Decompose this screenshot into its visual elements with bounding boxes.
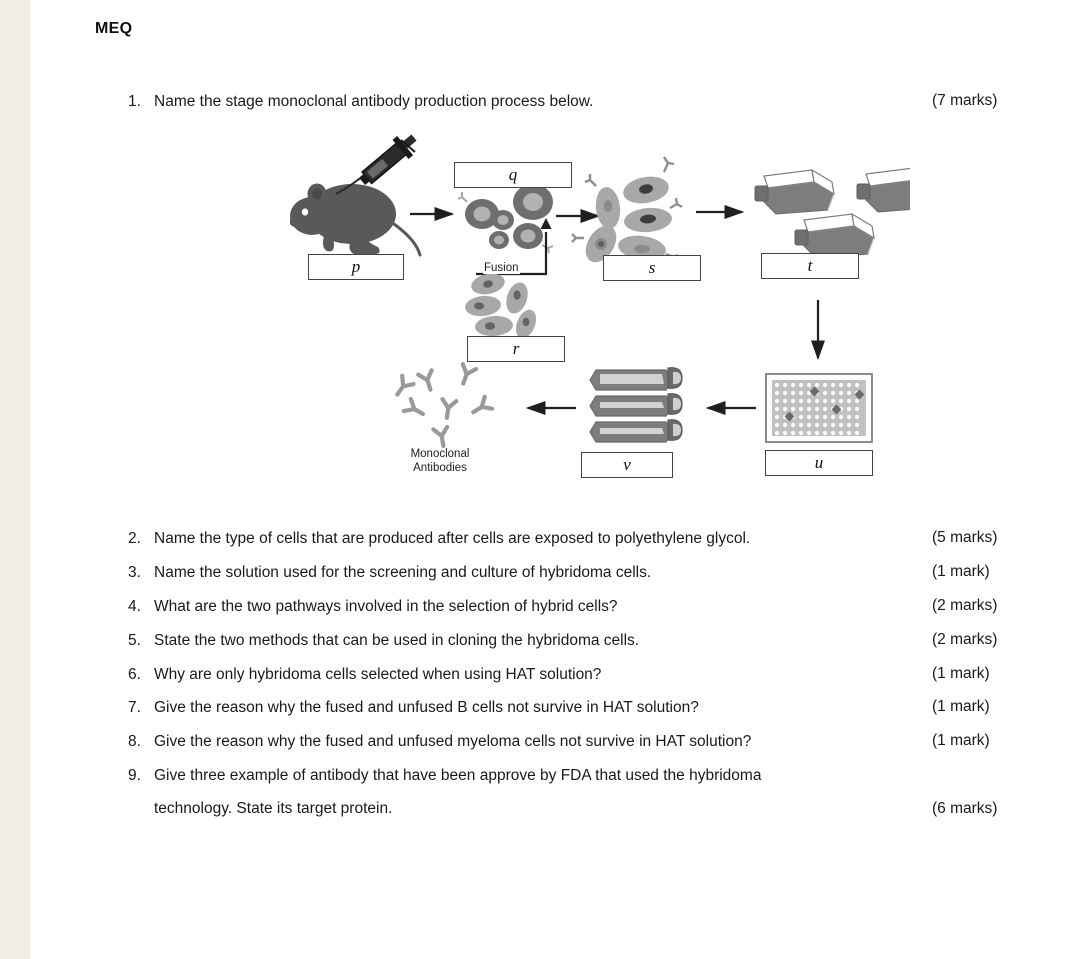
b-cells-cluster-icon (457, 170, 554, 254)
question-item-9: 9. Give three example of antibody that h… (128, 766, 761, 785)
question-text-continuation: technology. State its target protein. (154, 800, 393, 817)
arrow-fusion (476, 218, 552, 276)
myeloma-cells-cluster-icon (465, 273, 537, 339)
answer-box-p[interactable]: p (308, 254, 404, 280)
question-number: 8. (128, 733, 141, 750)
question-item-4: 4. What are the two pathways involved in… (128, 597, 618, 616)
question-item-1: 1. Name the stage monoclonal antibody pr… (128, 92, 593, 111)
question-marks: (7 marks) (932, 92, 998, 109)
question-marks: (1 mark) (932, 563, 990, 580)
monoclonal-antibody-production-diagram: p q r s t u v Fusion Monoclonal Antibodi… (290, 132, 910, 497)
mouse-icon (290, 183, 422, 257)
question-number: 4. (128, 598, 141, 615)
monoclonal-antibodies-icon (395, 362, 495, 448)
syringe-icon (335, 134, 417, 195)
question-text: Why are only hybridoma cells selected wh… (154, 666, 602, 683)
question-marks: (6 marks) (932, 800, 998, 817)
monoclonal-antibodies-label: Monoclonal Antibodies (380, 447, 500, 475)
question-text: Give the reason why the fused and unfuse… (154, 733, 752, 750)
question-marks: (1 mark) (932, 732, 990, 749)
question-item-3: 3. Name the solution used for the screen… (128, 563, 651, 582)
question-number: 5. (128, 632, 141, 649)
answer-box-s[interactable]: s (603, 255, 701, 281)
microtiter-plate-icon (765, 373, 873, 443)
page-sheet (30, 0, 1080, 959)
hybridoma-cells-cluster-icon (571, 156, 683, 263)
question-item-6: 6. Why are only hybridoma cells selected… (128, 665, 601, 684)
answer-box-u[interactable]: u (765, 450, 873, 476)
question-text: Give the reason why the fused and unfuse… (154, 699, 699, 716)
page-title: MEQ (95, 20, 133, 37)
question-item-7: 7. Give the reason why the fused and unf… (128, 698, 699, 717)
question-marks: (2 marks) (932, 631, 998, 648)
question-number: 9. (128, 767, 141, 784)
question-number: 3. (128, 564, 141, 581)
monoclonal-antibodies-label-line1: Monoclonal (410, 448, 470, 460)
answer-box-v[interactable]: v (581, 452, 673, 478)
stacked-culture-flasks-icon (589, 367, 683, 443)
question-text: Name the solution used for the screening… (154, 564, 652, 581)
question-text: Give three example of antibody that have… (154, 767, 762, 784)
question-marks: (1 mark) (932, 665, 990, 682)
question-text: State the two methods that can be used i… (154, 632, 640, 649)
page-left-margin-strip (0, 0, 30, 959)
question-marks: (2 marks) (932, 597, 998, 614)
answer-box-t[interactable]: t (761, 253, 859, 279)
monoclonal-antibodies-label-line2: Antibodies (413, 462, 467, 475)
question-item-2: 2. Name the type of cells that are produ… (128, 529, 750, 548)
question-text: What are the two pathways involved in th… (154, 598, 618, 615)
question-number: 1. (128, 93, 141, 110)
question-marks: (1 mark) (932, 698, 990, 715)
answer-box-r[interactable]: r (467, 336, 565, 362)
culture-flasks-icon (754, 167, 910, 259)
question-text: Name the type of cells that are produced… (154, 530, 751, 547)
question-item-5: 5. State the two methods that can be use… (128, 631, 639, 650)
answer-box-q[interactable]: q (454, 162, 572, 188)
question-number: 2. (128, 530, 141, 547)
question-number: 7. (128, 699, 141, 716)
question-marks: (5 marks) (932, 529, 998, 546)
question-number: 6. (128, 666, 141, 683)
question-item-8: 8. Give the reason why the fused and unf… (128, 732, 751, 751)
fusion-label: Fusion (483, 262, 520, 274)
question-text: Name the stage monoclonal antibody produ… (154, 93, 594, 110)
